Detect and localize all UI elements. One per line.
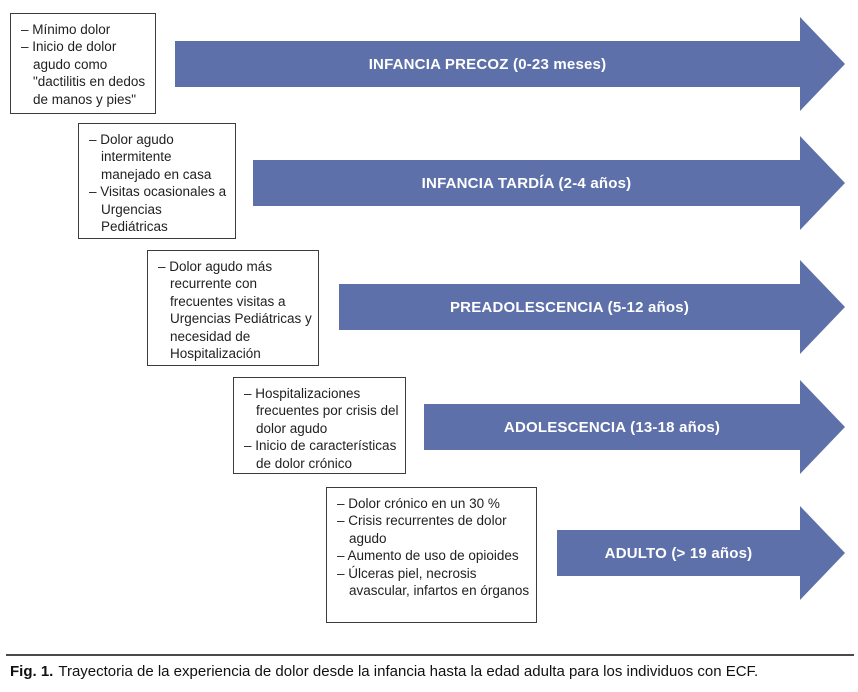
- note-box-adulto: – Dolor crónico en un 30 % – Crisis recu…: [326, 487, 537, 623]
- note-item: – Mínimo dolor: [21, 22, 111, 37]
- note-box-infancia-tardia: – Dolor agudo intermitente manejado en c…: [78, 123, 236, 239]
- note-item: – Inicio de dolor agudo como "dactilitis…: [21, 39, 146, 107]
- stage-arrow-infancia-tardia: INFANCIA TARDÍA (2-4 años): [253, 160, 800, 206]
- note-item: – Dolor agudo intermitente manejado en c…: [89, 132, 212, 182]
- note-item: – Úlceras piel, necrosis avascular, infa…: [337, 565, 530, 599]
- note-item: – Crisis recurrentes de dolor agudo: [337, 513, 507, 546]
- note-box-adolescencia: – Hospitalizaciones frecuentes por crisi…: [233, 377, 406, 474]
- stage-arrow-preadolescencia: PREADOLESCENCIA (5-12 años): [339, 284, 800, 330]
- note-item: – Aumento de uso de opioides: [337, 548, 519, 564]
- note-item: – Dolor agudo más recurrente con frecuen…: [158, 259, 312, 362]
- note-item: – Hospitalizaciones frecuentes por crisi…: [244, 386, 399, 436]
- stage-arrow-infancia-precoz: INFANCIA PRECOZ (0-23 meses): [175, 41, 800, 87]
- stage-arrow-adulto: ADULTO (> 19 años): [557, 530, 800, 576]
- stage-arrow-label: INFANCIA PRECOZ (0-23 meses): [368, 55, 607, 73]
- note-box-preadolescencia: – Dolor agudo más recurrente con frecuen…: [147, 250, 319, 366]
- note-item: – Dolor crónico en un 30 %: [337, 496, 500, 511]
- stage-arrow-label: PREADOLESCENCIA (5-12 años): [449, 298, 690, 316]
- note-item: – Visitas ocasionales a Urgencias Pediát…: [89, 184, 227, 235]
- stage-arrow-label: ADOLESCENCIA (13-18 años): [503, 418, 721, 436]
- note-item: – Inicio de características de dolor cró…: [244, 438, 397, 471]
- figure-caption: Fig. 1.Trayectoria de la experiencia de …: [10, 663, 848, 680]
- stage-arrow-label: ADULTO (> 19 años): [604, 544, 753, 562]
- caption-fig-label: Fig. 1.: [10, 663, 54, 680]
- stage-arrow-adolescencia: ADOLESCENCIA (13-18 años): [424, 404, 800, 450]
- caption-text: Trayectoria de la experiencia de dolor d…: [58, 663, 759, 680]
- stage-arrow-label: INFANCIA TARDÍA (2-4 años): [421, 174, 632, 192]
- note-box-infancia-precoz: – Mínimo dolor – Inicio de dolor agudo c…: [10, 13, 156, 114]
- caption-divider: [6, 654, 854, 656]
